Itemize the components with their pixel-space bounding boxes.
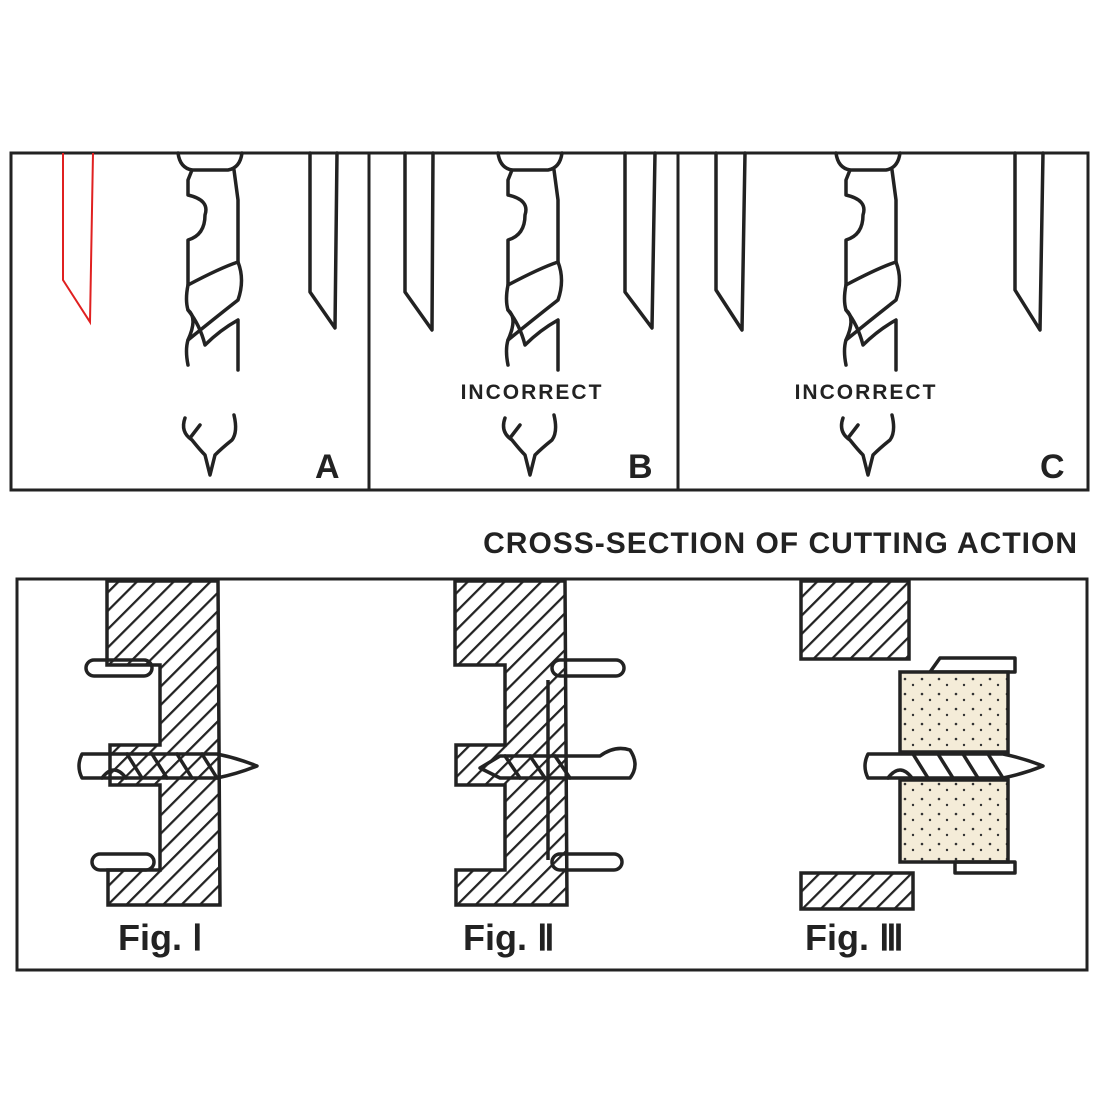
incorrect-label-b: INCORRECT <box>461 381 604 404</box>
blade-left-c <box>714 151 747 332</box>
figure-label-1: Fig. Ⅰ <box>118 917 203 958</box>
figure-3: Fig. Ⅲ <box>799 579 1045 958</box>
top-panel-frame <box>9 151 1090 492</box>
panel-a: A <box>62 151 340 486</box>
incorrect-label-c: INCORRECT <box>795 381 938 404</box>
panel-c: INCORRECT C <box>714 151 1065 486</box>
figure-label-2: Fig. Ⅱ <box>463 917 555 958</box>
blade-right-b <box>623 151 657 330</box>
section-title: CROSS-SECTION OF CUTTING ACTION <box>483 527 1078 560</box>
panel-letter-c: C <box>1040 448 1065 486</box>
blade-right-c <box>1013 151 1045 332</box>
blade-right-a <box>308 151 339 330</box>
figure-2: Fig. Ⅱ <box>453 579 637 958</box>
highlighted-blade <box>62 152 94 326</box>
panel-b: INCORRECT B <box>403 151 657 486</box>
panel-letter-a: A <box>315 448 340 486</box>
figure-1: Fig. Ⅰ <box>77 579 259 958</box>
figure-label-3: Fig. Ⅲ <box>805 917 904 958</box>
blade-left-b <box>403 151 435 332</box>
panel-letter-b: B <box>628 448 653 486</box>
